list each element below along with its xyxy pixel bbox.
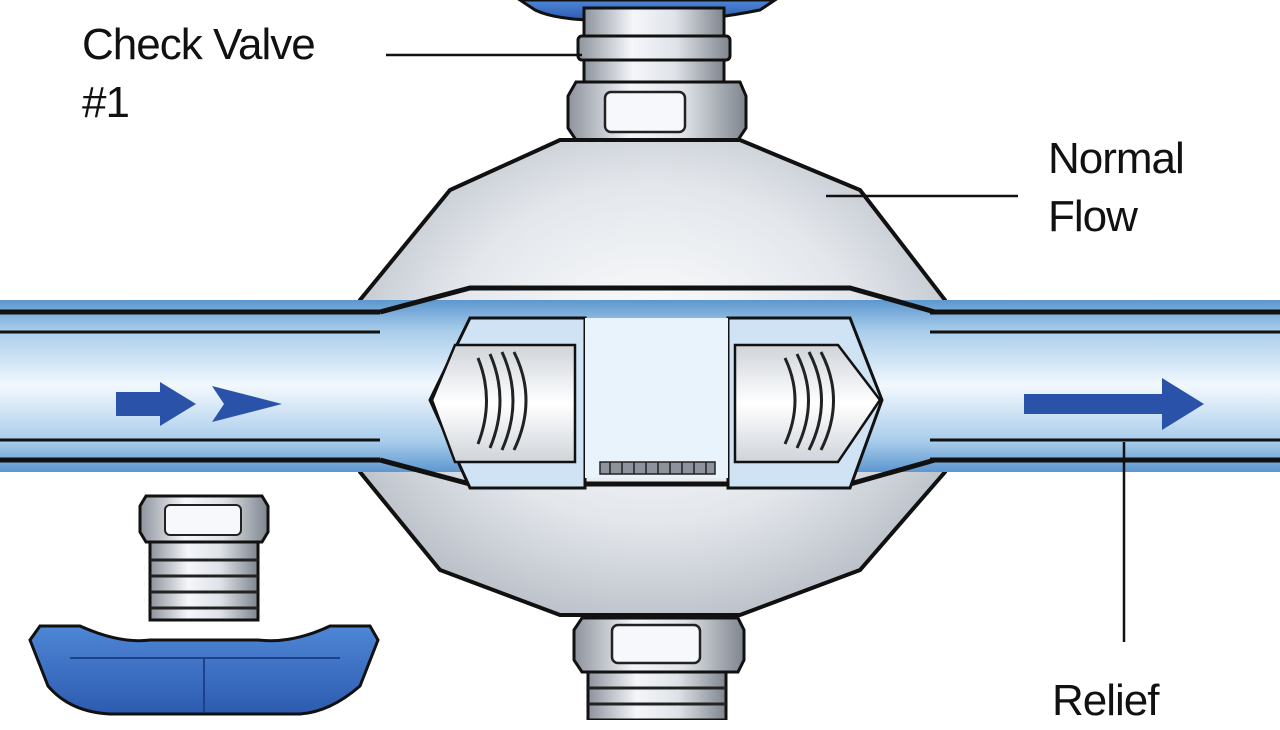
arrow-right-icon (1024, 378, 1204, 430)
flow-arrow-out (1024, 378, 1204, 430)
bottom-hex-nut (572, 616, 746, 674)
label-normal-flow-line1: Normal (1048, 134, 1185, 183)
label-relief-line1: Relief (1052, 676, 1159, 725)
label-check-valve-line2: #1 (82, 78, 130, 127)
label-normal-flow: Normal Flow (1048, 130, 1185, 246)
relief-handle[interactable] (28, 624, 380, 716)
arrow-right-icon (212, 386, 282, 422)
arrow-right-icon (116, 382, 196, 426)
label-check-valve-line1: Check Valve (82, 20, 316, 69)
label-check-valve: Check Valve #1 (82, 16, 316, 132)
top-stem (576, 6, 732, 84)
relief-stem (138, 494, 270, 622)
bottom-stem (586, 670, 728, 720)
flow-arrows-in (116, 382, 282, 426)
label-relief: Relief (1052, 672, 1159, 730)
label-normal-flow-line2: Flow (1048, 192, 1138, 241)
top-hex-nut (566, 80, 748, 142)
valve-chamber (428, 316, 884, 490)
